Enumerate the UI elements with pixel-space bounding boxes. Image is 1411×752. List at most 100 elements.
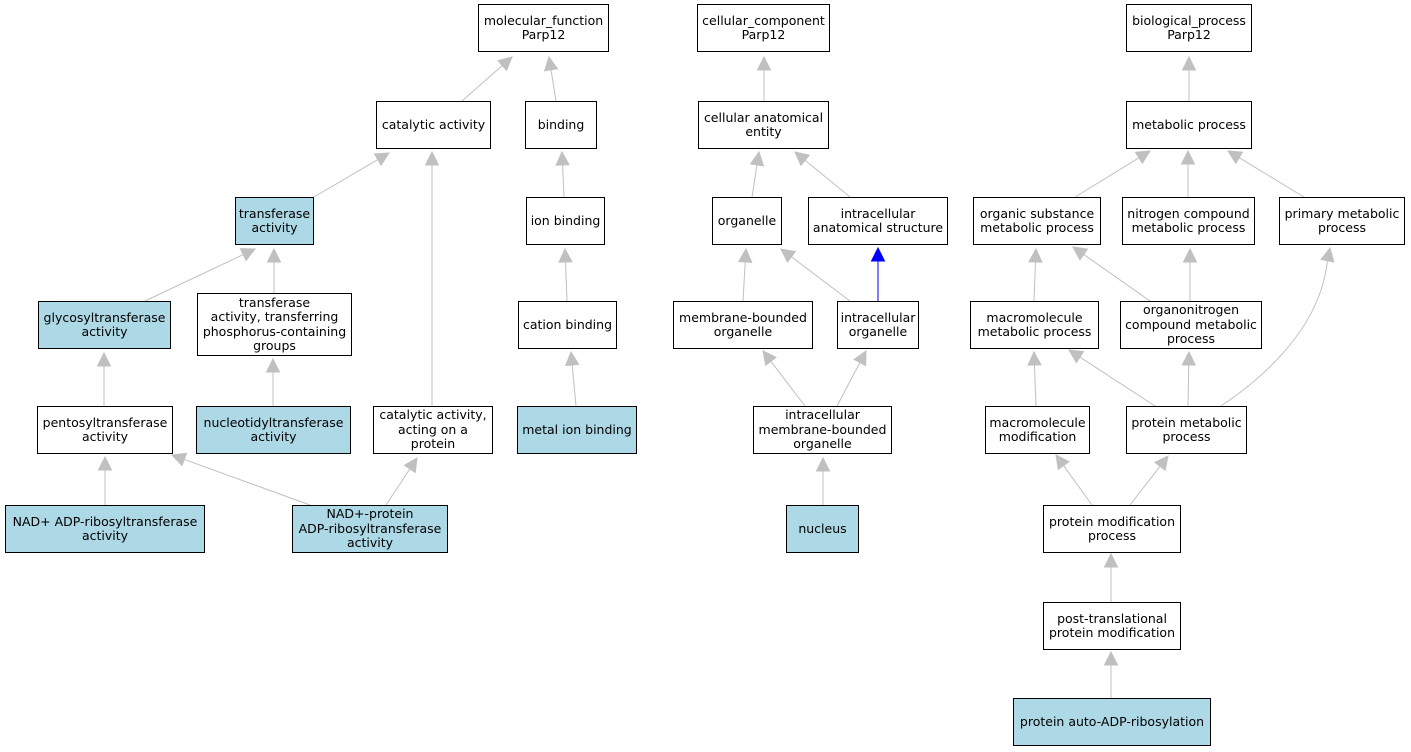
arrow-head: [1028, 247, 1043, 263]
edge-pentosyl-to-glycosyl: [96, 351, 112, 406]
arrow-head: [564, 350, 580, 367]
arrow-head: [780, 248, 797, 263]
go-term-node-auto-adp[interactable]: protein auto-ADP-ribosylation: [1013, 698, 1211, 746]
go-term-label: metal ion binding: [522, 421, 632, 437]
arrow-head: [749, 150, 765, 167]
arrow-head: [1227, 150, 1244, 165]
go-term-node-organelle[interactable]: organelle: [712, 197, 782, 245]
arrow-head: [794, 151, 811, 167]
edge-macromol_met-to-organic_sub: [1028, 247, 1043, 302]
edge-nad_adp-to-pentosyl: [97, 455, 113, 505]
edge-mem_bound-to-organelle: [737, 247, 753, 302]
go-term-node-metal-ion[interactable]: metal ion binding: [517, 406, 637, 454]
go-term-label: cation binding: [522, 316, 613, 332]
edge-line: [1083, 254, 1151, 302]
edge-glycosyl-to-transferase: [144, 248, 257, 302]
arrow-head: [1181, 350, 1197, 366]
edge-line: [1079, 356, 1156, 407]
go-term-node-cation[interactable]: cation binding: [518, 301, 617, 349]
edge-intra_anat-to-cell_anat: [794, 151, 851, 198]
arrow-head: [1153, 455, 1169, 472]
arrow-head: [97, 455, 113, 471]
go-term-label: catalytic activity: [381, 116, 486, 132]
go-term-node-ion-binding[interactable]: ion binding: [526, 197, 605, 245]
go-term-node-binding[interactable]: binding: [525, 101, 597, 149]
arrow-head: [1027, 350, 1042, 366]
arrow-head: [497, 56, 513, 72]
edge-line: [1033, 261, 1036, 302]
go-term-node-metabolic[interactable]: metabolic process: [1126, 101, 1252, 149]
arrow-head: [1134, 150, 1151, 165]
edge-protein_met-to-macromol_met: [1068, 349, 1156, 407]
edge-organelle-to-cell_anat: [749, 150, 765, 198]
edge-organonitro-to-nitrogen: [1182, 247, 1198, 301]
edge-organic_sub-to-metabolic: [1074, 150, 1151, 198]
arrow-head: [737, 247, 753, 263]
go-term-label: metabolic process: [1132, 116, 1246, 132]
arrow-head: [1182, 247, 1198, 263]
edge-ion_binding-to-binding: [555, 150, 570, 198]
go-term-label: protein auto-ADP-ribosylation: [1019, 713, 1205, 729]
edge-line: [461, 65, 503, 102]
arrow-head: [555, 150, 570, 166]
arrow-head: [1103, 650, 1119, 666]
go-term-label: nucleus: [798, 520, 847, 536]
arrow-head: [1320, 246, 1335, 263]
arrow-head: [266, 247, 282, 263]
edge-organonitro-to-organic_sub: [1072, 246, 1151, 302]
edge-line: [550, 69, 557, 102]
edge-protein_met-to-primary: [1220, 246, 1335, 407]
edge-intra_mem-to-mem_bound: [762, 350, 806, 407]
arrow-head: [815, 456, 831, 472]
arrow-head: [96, 351, 112, 367]
edge-line: [770, 361, 806, 407]
edge-line: [144, 254, 244, 302]
edge-line: [1129, 465, 1161, 506]
arrow-head: [424, 150, 440, 166]
edge-line: [1220, 260, 1328, 407]
go-term-node-catalytic[interactable]: catalytic activity: [376, 101, 491, 149]
go-term-label: organelle: [717, 212, 777, 228]
go-term-node-nucleus[interactable]: nucleus: [786, 505, 859, 553]
arrow-head: [1180, 149, 1196, 165]
edge-line: [1074, 157, 1140, 198]
edge-intra_org-to-organelle: [780, 248, 851, 302]
